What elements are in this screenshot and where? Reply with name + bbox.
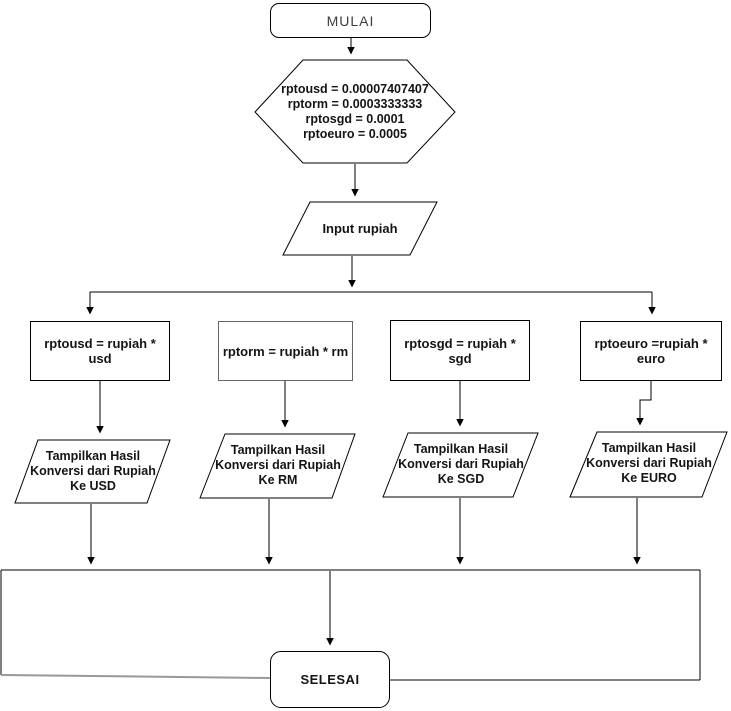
setup-line: rptorm = 0.0003333333 [287, 97, 423, 111]
setup-line: rptoeuro = 0.0005 [303, 127, 407, 141]
output-line: Konversi dari Rupiah [30, 464, 156, 478]
output-usd-parallelogram-shape [14, 439, 171, 504]
end-label: SELESAI [300, 672, 360, 687]
output-sgd-parallelogram-shape [382, 432, 539, 498]
output-line: Tampilkan Hasil [601, 441, 697, 455]
output-line: Ke USD [70, 479, 116, 493]
end-node: SELESAI [270, 651, 390, 708]
process-formula: rptousd = rupiah * usd [44, 336, 156, 366]
process-rect-rm: rptorm = rupiah * rm [218, 321, 353, 381]
setup-line: rptosgd = 0.0001 [305, 112, 405, 126]
output-euro-parallelogram-shape [569, 431, 728, 498]
process-formula: rptoeuro =rupiah * euro [594, 336, 708, 366]
output-rm-parallelogram-shape [199, 433, 356, 499]
start-node: MULAI [270, 3, 431, 38]
output-line: Tampilkan Hasil [413, 442, 509, 456]
edge-euro-rect-to-output [636, 381, 652, 426]
process-rect-sgd: rptosgd = rupiah * sgd [390, 320, 530, 381]
output-line: Tampilkan Hasil [45, 449, 141, 463]
output-line: Konversi dari Rupiah [215, 458, 341, 472]
setup-text: rptousd = 0.00007407407 rptorm = 0.00033… [255, 82, 455, 142]
output-text-rm: Tampilkan Hasil Konversi dari Rupiah Ke … [198, 443, 358, 488]
setup-line: rptousd = 0.00007407407 [281, 82, 429, 96]
output-line: Konversi dari Rupiah [586, 456, 712, 470]
process-rect-euro: rptoeuro =rupiah * euro [580, 321, 722, 381]
output-text-euro: Tampilkan Hasil Konversi dari Rupiah Ke … [569, 441, 729, 486]
process-formula: rptorm = rupiah * rm [222, 343, 349, 359]
output-text-usd: Tampilkan Hasil Konversi dari Rupiah Ke … [13, 449, 173, 494]
process-rect-usd: rptousd = rupiah * usd [30, 321, 170, 381]
output-line: Ke RM [258, 473, 298, 487]
input-label: Input rupiah [322, 221, 398, 236]
output-text-sgd: Tampilkan Hasil Konversi dari Rupiah Ke … [381, 442, 541, 487]
start-label: MULAI [326, 12, 375, 29]
output-line: Konversi dari Rupiah [398, 457, 524, 471]
output-line: Tampilkan Hasil [230, 443, 326, 457]
output-line: Ke SGD [437, 472, 485, 486]
input-parallelogram-shape [282, 201, 438, 256]
output-line: Ke EURO [621, 471, 677, 485]
collector-rect-bottom-left [0, 674, 271, 679]
setup-hexagon-shape [254, 59, 456, 164]
process-formula: rptosgd = rupiah * sgd [404, 335, 516, 366]
